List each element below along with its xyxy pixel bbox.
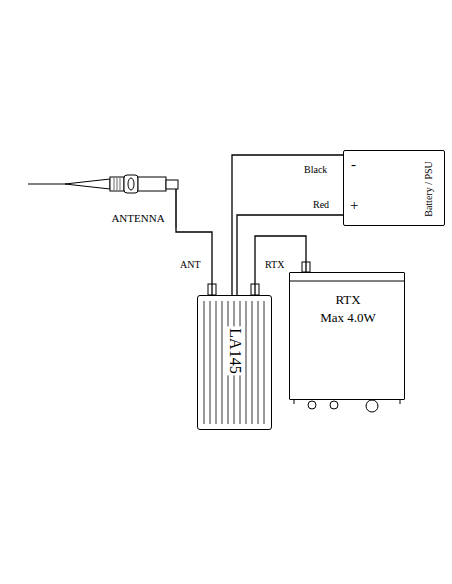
cable <box>255 236 306 295</box>
fin <box>222 301 223 424</box>
node-title: LA145 <box>226 326 244 375</box>
node-title: Battery / PSU <box>423 159 434 219</box>
terminal-sign: + <box>349 197 359 214</box>
antenna: ANTENNA <box>28 172 188 228</box>
radio-knob <box>330 401 338 409</box>
fin <box>258 301 259 424</box>
cable <box>237 215 343 295</box>
fin <box>210 301 211 424</box>
radio-knob <box>308 401 316 409</box>
node-title: RTX <box>333 293 362 307</box>
node-title: ANTENNA <box>109 212 166 224</box>
amplifier-box: LA145 <box>197 295 272 430</box>
fin <box>216 301 217 424</box>
cable <box>176 228 212 295</box>
wire-color: Black <box>303 164 328 175</box>
fin <box>204 301 205 424</box>
heatsink-fins <box>204 301 264 424</box>
node-note: Max 4.0W <box>318 311 378 325</box>
terminal-sign: - <box>350 156 357 173</box>
port-name: ANT <box>179 259 202 270</box>
wire-color: Red <box>312 199 330 210</box>
radio-foot <box>294 400 295 404</box>
fin <box>246 301 247 424</box>
port-name: RTX <box>264 259 285 270</box>
fin <box>252 301 253 424</box>
battery-box: Battery / PSU <box>343 150 445 226</box>
fin <box>264 301 265 424</box>
radio-knob <box>366 400 378 412</box>
radio-top-edge <box>289 281 405 282</box>
cable <box>232 155 343 295</box>
radio-foot <box>400 400 401 404</box>
radio-box: RTX Max 4.0W <box>289 272 405 400</box>
